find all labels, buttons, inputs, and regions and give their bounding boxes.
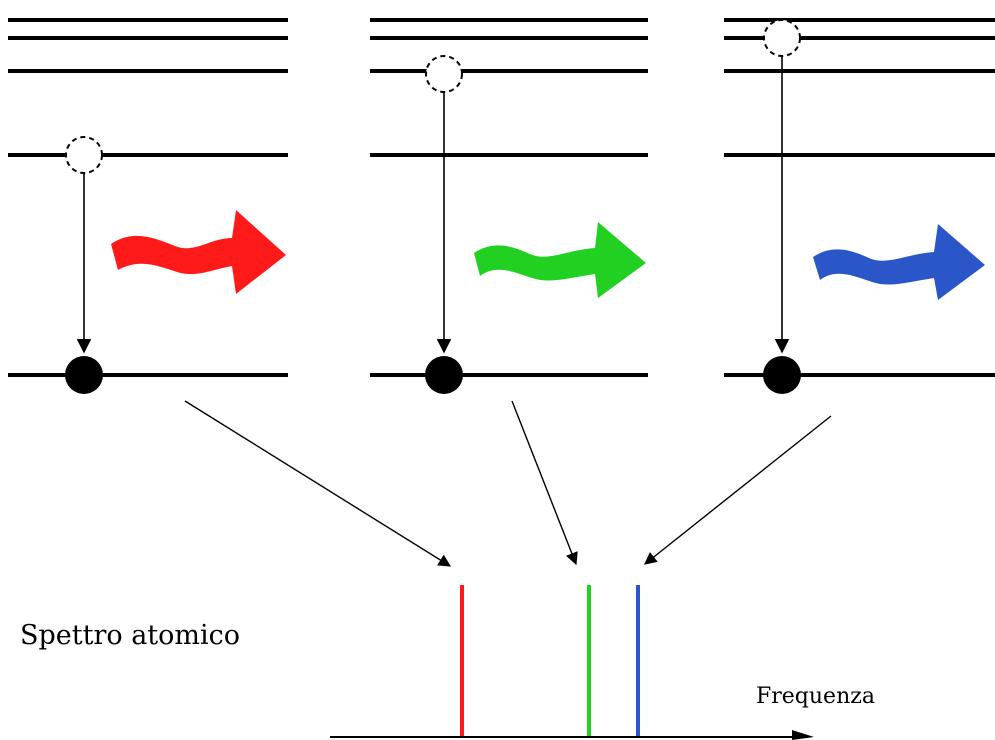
spectrum bbox=[330, 585, 814, 740]
photon-blue bbox=[813, 224, 985, 300]
empty-state-circle bbox=[65, 136, 103, 174]
electron bbox=[763, 356, 801, 394]
empty-state-circle bbox=[763, 19, 801, 57]
frequency-axis-arrowhead bbox=[792, 730, 814, 740]
mapping-arrows bbox=[184, 400, 832, 567]
frequency-axis-label: Frequenza bbox=[756, 684, 875, 709]
spectrum-label: Spettro atomico bbox=[20, 620, 241, 651]
panel-green bbox=[370, 18, 648, 394]
mapping-arrow-blue bbox=[644, 415, 832, 565]
electron bbox=[425, 356, 463, 394]
photon-green bbox=[474, 222, 646, 298]
panel-blue bbox=[724, 18, 995, 394]
photon-red bbox=[111, 210, 286, 294]
panel-red bbox=[8, 18, 288, 394]
mapping-arrow-green bbox=[511, 400, 578, 566]
empty-state-circle bbox=[425, 55, 463, 93]
mapping-arrow-red bbox=[184, 400, 452, 567]
electron bbox=[65, 356, 103, 394]
